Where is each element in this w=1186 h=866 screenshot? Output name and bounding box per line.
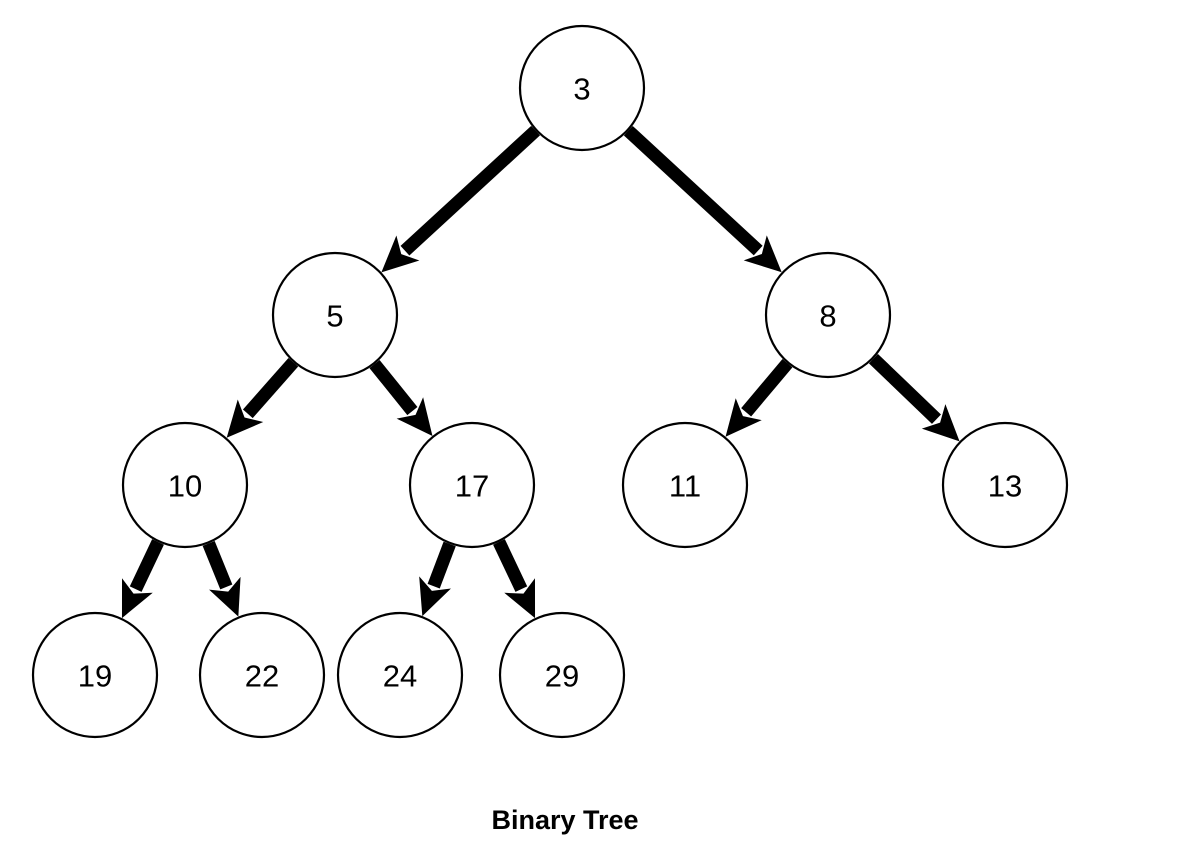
node-circle[interactable] <box>121 421 249 549</box>
edge-shaft <box>369 359 418 416</box>
edge-arrowhead <box>743 235 782 273</box>
edge-shaft <box>623 125 763 256</box>
node-label: 17 <box>455 469 489 504</box>
node-label: 19 <box>78 659 112 694</box>
edge-arrowhead <box>725 398 762 437</box>
tree-node-8[interactable]: 8 <box>764 251 892 379</box>
node-label: 10 <box>168 469 202 504</box>
edge-shaft <box>493 539 528 592</box>
tree-node-11[interactable]: 11 <box>621 421 749 549</box>
edge-arrowhead <box>396 397 433 436</box>
edge-shaft <box>427 541 456 589</box>
edge-arrowhead <box>121 578 153 619</box>
tree-edge-8-to-11 <box>725 359 793 437</box>
tree-edge-8-to-13 <box>868 353 960 442</box>
node-circle[interactable] <box>408 421 536 549</box>
tree-edge-10-to-22 <box>202 540 241 617</box>
node-circle[interactable] <box>31 611 159 739</box>
node-label: 13 <box>988 469 1022 504</box>
node-label: 5 <box>326 299 343 334</box>
edge-arrowhead <box>419 576 451 617</box>
tree-node-19[interactable]: 19 <box>31 611 159 739</box>
tree-node-17[interactable]: 17 <box>408 421 536 549</box>
edge-shaft <box>868 353 941 424</box>
tree-node-24[interactable]: 24 <box>336 611 464 739</box>
tree-edge-17-to-24 <box>419 541 456 617</box>
edges-layer <box>121 125 960 619</box>
nodes-layer: 3 5 8 10 17 11 13 19 22 24 29 <box>31 24 1069 739</box>
node-circle[interactable] <box>271 251 399 379</box>
tree-node-13[interactable]: 13 <box>941 421 1069 549</box>
diagram-caption: Binary Tree <box>491 805 638 835</box>
node-circle[interactable] <box>764 251 892 379</box>
edge-arrowhead <box>921 404 960 442</box>
edge-arrowhead <box>209 576 241 617</box>
edge-shaft <box>242 357 299 419</box>
edge-shaft <box>400 125 541 256</box>
node-circle[interactable] <box>498 611 626 739</box>
edge-arrowhead <box>381 235 420 273</box>
tree-node-3[interactable]: 3 <box>518 24 646 152</box>
node-label: 8 <box>819 299 836 334</box>
edge-shaft <box>129 539 164 592</box>
node-label: 3 <box>573 72 590 107</box>
node-circle[interactable] <box>941 421 1069 549</box>
node-label: 29 <box>545 659 579 694</box>
node-label: 22 <box>245 659 279 694</box>
node-label: 24 <box>383 659 417 694</box>
tree-node-10[interactable]: 10 <box>121 421 249 549</box>
node-circle[interactable] <box>198 611 326 739</box>
tree-edge-17-to-29 <box>493 539 536 619</box>
node-circle[interactable] <box>518 24 646 152</box>
tree-node-22[interactable]: 22 <box>198 611 326 739</box>
edge-arrowhead <box>226 399 264 438</box>
tree-edge-5-to-17 <box>369 359 433 436</box>
tree-edge-5-to-10 <box>226 357 299 438</box>
node-circle[interactable] <box>621 421 749 549</box>
node-label: 11 <box>669 469 701 504</box>
tree-edge-10-to-19 <box>121 539 164 619</box>
tree-edge-3-to-5 <box>381 125 541 273</box>
edge-arrowhead <box>504 578 536 619</box>
edge-shaft <box>202 540 233 590</box>
tree-node-29[interactable]: 29 <box>498 611 626 739</box>
edge-shaft <box>741 359 793 417</box>
node-circle[interactable] <box>336 611 464 739</box>
tree-edge-3-to-8 <box>623 125 782 273</box>
tree-node-5[interactable]: 5 <box>271 251 399 379</box>
